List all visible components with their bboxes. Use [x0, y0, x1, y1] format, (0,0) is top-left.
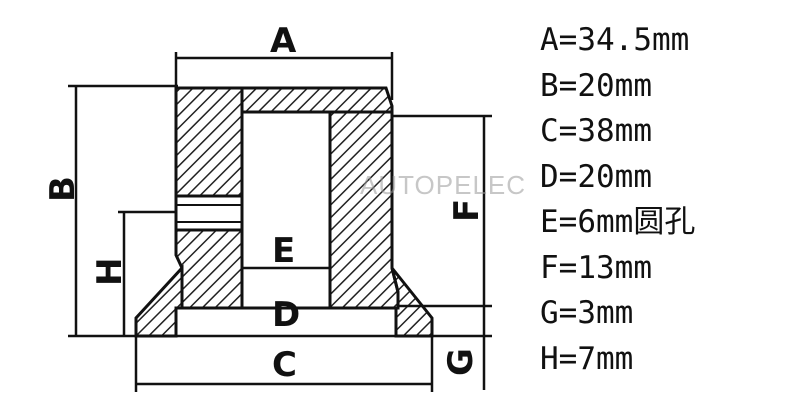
spec-g: G=3mm	[540, 295, 634, 331]
dimension-spec-list: A=34.5mm B=20mm C=38mm D=20mm E=6mm圆孔 F=…	[540, 18, 798, 382]
dimension-c	[134, 336, 434, 392]
label-h: H	[90, 258, 130, 286]
spec-d: D=20mm	[540, 158, 652, 195]
spec-e: E=6mm圆孔	[540, 204, 696, 240]
spec-h: H=7mm	[540, 340, 634, 377]
spec-b: B=20mm	[540, 67, 652, 104]
label-b: B	[43, 176, 83, 202]
right-flange-section	[390, 267, 434, 338]
label-c: C	[272, 345, 297, 385]
dimension-f	[392, 114, 492, 308]
dimension-h	[118, 210, 176, 336]
inner-cavity	[240, 110, 332, 310]
label-f: F	[447, 199, 487, 222]
left-flange-section	[134, 264, 184, 338]
right-wall-section	[328, 110, 400, 310]
side-hole	[174, 194, 244, 232]
watermark-text: AUTOPELEC	[360, 170, 526, 200]
label-a: A	[270, 21, 297, 61]
label-g: G	[441, 348, 481, 376]
label-d: D	[272, 295, 300, 335]
dimension-a	[174, 52, 394, 100]
spec-a: A=34.5mm	[540, 22, 690, 58]
label-e: E	[272, 231, 295, 271]
spec-f: F=13mm	[540, 249, 652, 286]
dimension-g	[432, 306, 492, 390]
spec-c: C=38mm	[540, 113, 652, 149]
